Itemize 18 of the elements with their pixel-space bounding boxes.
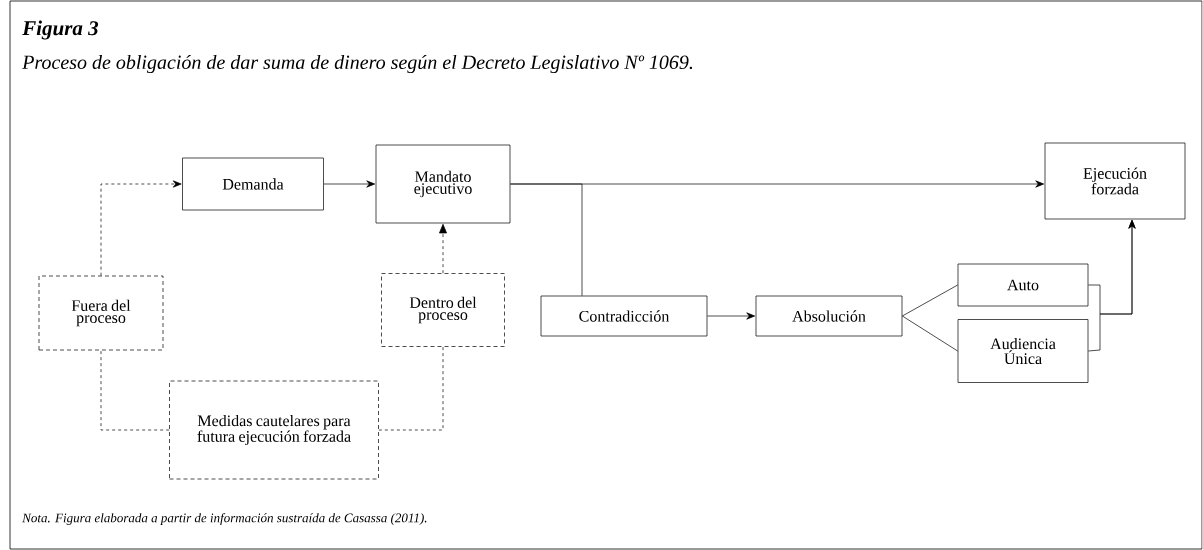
arrow (707, 312, 756, 320)
figure-title: Figura 3 (22, 20, 99, 40)
process-box: Ejecución forzada (1044, 142, 1186, 220)
process-box: Absolución (755, 295, 903, 337)
process-box: Demanda (182, 157, 324, 211)
dashed-box: Fuera del proceso (38, 275, 164, 351)
arrow (439, 223, 447, 274)
process-box: Auto (957, 263, 1089, 307)
process-box: Mandato ejecutivo (375, 144, 511, 224)
dashed-box: Medidas cautelares para futura ejecución forzada (169, 380, 379, 480)
figure-subtitle: Proceso de obligación de dar suma de dinero según el Decreto Legislativo Nº 1069. (22, 54, 693, 74)
arrow (1088, 219, 1136, 352)
dashed-box: Dentro del proceso (381, 273, 505, 347)
arrow (100, 180, 182, 276)
process-box: Contradicción (540, 295, 708, 337)
process-box: Audiencia Única (957, 319, 1089, 383)
arrow (323, 180, 376, 188)
note-text: Nota. Figura elaborada a partir de información sustraída de Casassa (2011). (22, 513, 427, 525)
